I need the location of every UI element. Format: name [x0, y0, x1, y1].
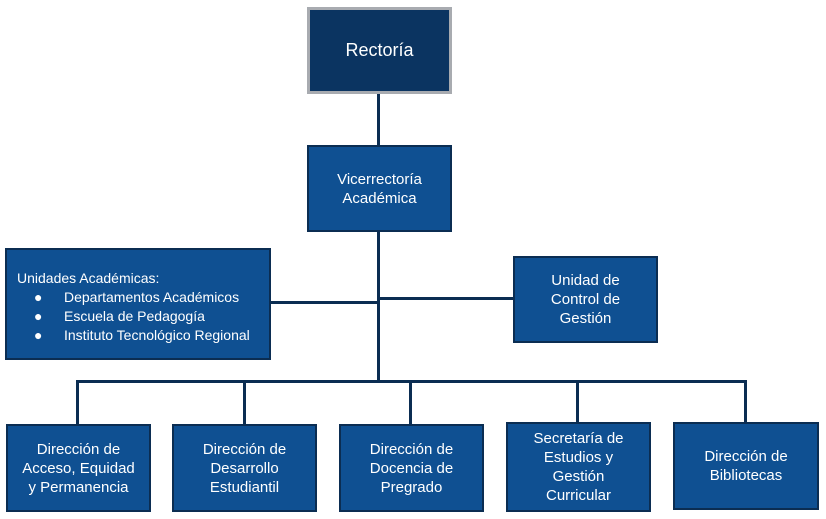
bullet-icon: ● [34, 289, 43, 305]
connector-drop-3 [409, 380, 412, 426]
connector-root-vice [377, 92, 380, 146]
rectoria-node: Rectoría [307, 7, 452, 94]
node-label-line: Acceso, Equidad [22, 459, 135, 477]
node-label-line: Bibliotecas [709, 467, 783, 484]
bullet-icon: ● [34, 327, 43, 343]
node-label-line: y Permanencia [28, 478, 129, 496]
direccion-bibliotecas-node: Dirección de Bibliotecas [673, 422, 819, 510]
connector-drop-4 [576, 380, 579, 424]
node-label-line: Estudiantil [209, 478, 280, 496]
unidades-list-item: ●Instituto Tecnológico Regional [34, 327, 250, 343]
connector-drop-1 [76, 380, 79, 426]
vicerrectoria-label-line2: Académica [342, 189, 417, 207]
rectoria-label: Rectoría [345, 40, 414, 60]
connector-drop-5 [744, 380, 747, 424]
unidades-list-item: ●Departamentos Académicos [34, 289, 240, 305]
node-label-line: Estudios y [543, 449, 614, 466]
control-label-line: Unidad de [551, 272, 620, 289]
connector-vice-trunk [377, 230, 380, 382]
node-label-line: Curricular [545, 487, 611, 504]
node-label-line: Dirección de [369, 440, 454, 458]
direccion-acceso-node: Dirección de Acceso, Equidad y Permanenc… [6, 424, 151, 512]
node-label-line: Desarrollo [210, 459, 279, 477]
direccion-desarrollo-node: Dirección de Desarrollo Estudiantil [172, 424, 317, 512]
connector-drop-2 [243, 380, 246, 426]
control-label-line: Gestión [559, 310, 612, 327]
connector-units-branch [270, 301, 379, 304]
secretaria-estudios-node: Secretaría de Estudios y Gestión Curricu… [506, 422, 651, 512]
node-label-line: Dirección de [202, 440, 287, 458]
direccion-docencia-node: Dirección de Docencia de Pregrado [339, 424, 484, 512]
unidades-list: ●Departamentos Académicos ●Escuela de Pe… [17, 288, 250, 345]
vicerrectoria-node: Vicerrectoría Académica [307, 145, 452, 232]
connector-control-branch [379, 297, 515, 300]
control-label-line: Control de [550, 291, 621, 308]
node-label-line: Docencia de [369, 459, 454, 477]
unidades-list-item: ●Escuela de Pedagogía [34, 308, 205, 324]
vicerrectoria-label-line1: Vicerrectoría [337, 170, 422, 188]
node-label-line: Dirección de [36, 440, 121, 458]
unidad-control-gestion-node: Unidad de Control de Gestión [513, 256, 658, 343]
node-label-line: Secretaría de [533, 430, 624, 447]
unidades-academicas-node: Unidades Académicas: ●Departamentos Acad… [5, 248, 271, 360]
unidades-heading: Unidades Académicas: [17, 270, 160, 286]
bullet-icon: ● [34, 308, 43, 324]
node-label-line: Gestión [552, 468, 605, 485]
node-label-line: Dirección de [704, 448, 788, 465]
node-label-line: Pregrado [380, 478, 443, 496]
